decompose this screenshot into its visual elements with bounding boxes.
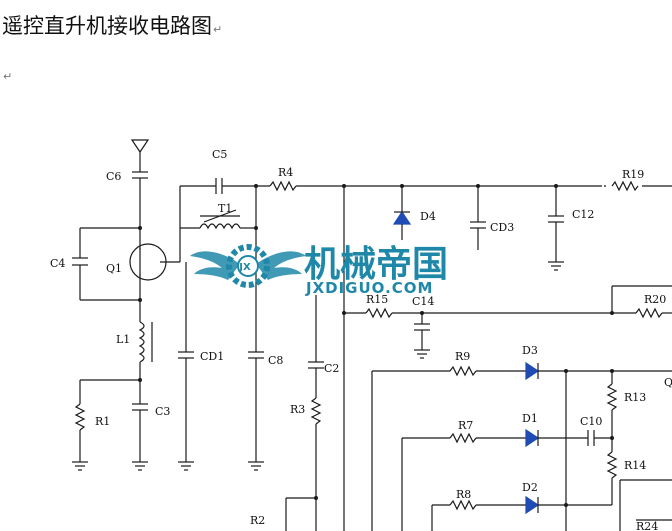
label-r9: R9: [455, 350, 470, 363]
label-r7: R7: [458, 419, 473, 432]
watermark-en: JXDIGUO.COM: [305, 279, 433, 297]
return-mark: ↵: [213, 23, 223, 36]
label-r4: R4: [278, 166, 293, 179]
winged-gear-icon: [190, 244, 306, 288]
label-r24: R24: [636, 520, 658, 531]
label-c4: C4: [50, 257, 65, 270]
label-c6: C6: [106, 170, 121, 183]
junction-dots: [138, 184, 614, 507]
ground-symbols: [72, 261, 564, 471]
label-c5: C5: [212, 148, 227, 161]
label-r1: R1: [95, 415, 110, 428]
label-cd3: CD3: [490, 221, 514, 234]
label-r13: R13: [624, 391, 646, 404]
page-title: 遥控直升机接收电路图↵: [2, 10, 222, 40]
title-text: 遥控直升机接收电路图: [2, 14, 212, 38]
d4-diode: [392, 210, 412, 225]
label-d3: D3: [522, 344, 538, 357]
label-d4: D4: [420, 210, 436, 223]
label-c12: C12: [572, 208, 594, 221]
label-d2: D2: [522, 481, 538, 494]
label-r2: R2: [250, 514, 265, 527]
label-t1: T1: [218, 202, 232, 215]
watermark-logo: JX 机械帝国 JXDIGUO.COM: [190, 244, 448, 297]
label-c2: C2: [324, 362, 339, 375]
watermark-cn: 机械帝国: [304, 244, 448, 285]
label-c14: C14: [412, 295, 434, 308]
label-d1: D1: [522, 412, 538, 425]
label-l1: L1: [116, 333, 130, 346]
label-c8: C8: [268, 354, 283, 367]
label-r8: R8: [456, 488, 471, 501]
label-c10: C10: [580, 415, 602, 428]
paragraph-return-mark: ↵: [3, 70, 13, 83]
svg-text:JX: JX: [238, 262, 251, 273]
label-r19: R19: [622, 168, 644, 181]
label-c3: C3: [155, 405, 170, 418]
label-cd1: CD1: [200, 350, 224, 363]
label-q1: Q1: [106, 262, 122, 275]
antenna-symbol: [130, 139, 150, 154]
label-r14: R14: [624, 459, 646, 472]
label-q: Q: [664, 376, 672, 389]
label-r3: R3: [290, 403, 305, 416]
label-r15: R15: [366, 293, 388, 306]
label-r20: R20: [644, 293, 666, 306]
